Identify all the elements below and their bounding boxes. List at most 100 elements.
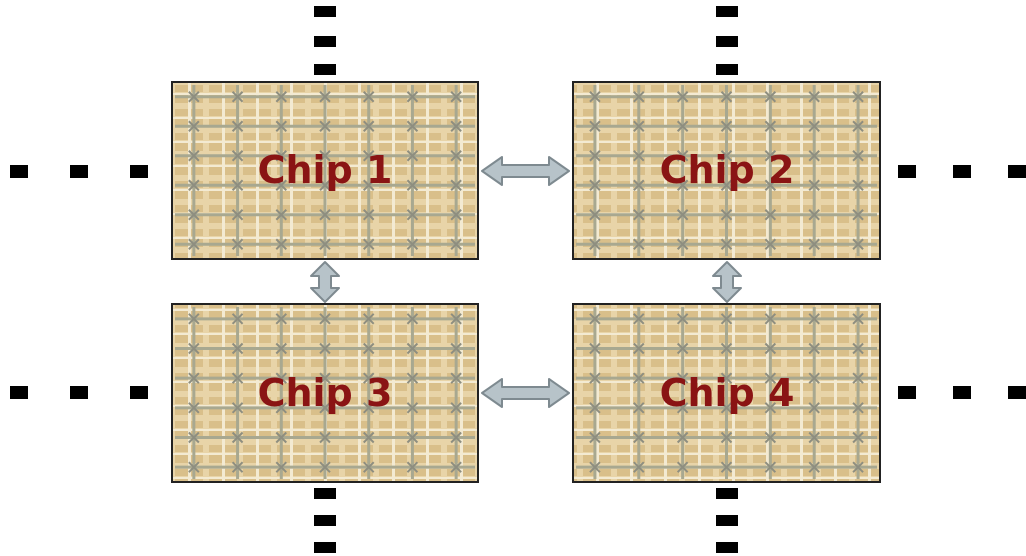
chip-trace-junction [764, 313, 777, 325]
chip-trace-junction [275, 91, 287, 103]
continuation-top-left [314, 6, 336, 75]
chip-trace-junction [589, 150, 601, 162]
chip-trace-junction [852, 461, 864, 473]
chip-trace-junction [720, 150, 733, 162]
chip-trace-junction [720, 238, 733, 250]
chip-3-label: Chip 3 [258, 371, 393, 415]
chip-trace-junction [275, 342, 287, 355]
chip-trace-junction [406, 120, 419, 132]
chip-trace-junction [319, 150, 331, 162]
chip-trace-junction [275, 120, 287, 132]
chip-trace-junction [676, 120, 689, 132]
link-arrow-chip1-chip2 [481, 156, 570, 186]
chip-trace-junction [450, 120, 462, 132]
chip-trace-junction [633, 461, 645, 473]
chip-3-traces [175, 307, 475, 479]
chip-trace-junction [406, 209, 419, 221]
chip-trace-junction [633, 209, 645, 221]
chip-trace-junction [275, 238, 287, 250]
chip-2-traces [576, 85, 877, 256]
chip-trace-junction [589, 120, 601, 132]
chip-trace-junction [676, 372, 689, 384]
chip-trace-junction [633, 402, 645, 414]
chip-trace-junction [633, 91, 645, 103]
chip-trace-junction [764, 372, 777, 384]
chip-trace-junction [363, 150, 375, 162]
chip-trace-junction [363, 120, 375, 132]
chip-trace-junction [319, 342, 331, 355]
chip-trace-junction [589, 342, 601, 355]
continuation-right-bottom [898, 386, 1026, 399]
chip-trace-junction [676, 402, 689, 414]
chip-trace-junction [589, 431, 601, 444]
chip-trace-junction [676, 91, 689, 103]
chip-trace-junction [720, 461, 733, 473]
continuation-top-right [716, 6, 738, 75]
chip-trace-junction [406, 238, 419, 250]
chip-trace-junction [406, 313, 419, 325]
chip-trace-junction [589, 179, 601, 191]
chip-trace-junction [188, 313, 200, 325]
chip-trace-junction [231, 372, 244, 384]
chip-trace-junction [676, 431, 689, 444]
chip-trace-junction [808, 120, 820, 132]
chip-trace-junction [231, 461, 244, 473]
chip-trace-junction [764, 402, 777, 414]
chip-trace-junction [764, 120, 777, 132]
chip-trace-junction [319, 372, 331, 384]
chip-trace-junction [676, 150, 689, 162]
chip-trace-junction [450, 91, 462, 103]
chip-trace-junction [589, 313, 601, 325]
chip-trace-junction [720, 402, 733, 414]
chip-4-traces [576, 307, 877, 479]
chip-trace-junction [852, 179, 864, 191]
chip-trace-junction [720, 342, 733, 355]
chip-trace-junction [363, 238, 375, 250]
chip-trace-junction [676, 238, 689, 250]
chip-trace-junction [764, 179, 777, 191]
chip-trace-junction [231, 150, 244, 162]
chip-trace-junction [188, 150, 200, 162]
chip-trace-junction [188, 461, 200, 473]
chip-trace-junction [589, 402, 601, 414]
chip-trace-junction [852, 342, 864, 355]
chip-1: Chip 1 [171, 81, 479, 260]
chip-2-label: Chip 2 [660, 148, 795, 192]
chip-trace-junction [188, 238, 200, 250]
chip-trace-junction [319, 461, 331, 473]
chip-trace-junction [406, 461, 419, 473]
chip-4: Chip 4 [572, 303, 881, 483]
chip-trace-junction [764, 431, 777, 444]
chip-trace-junction [852, 313, 864, 325]
chip-trace-junction [720, 120, 733, 132]
chip-trace-junction [188, 209, 200, 221]
chip-trace-junction [319, 91, 331, 103]
chip-trace-junction [231, 238, 244, 250]
chip-trace-junction [633, 372, 645, 384]
chip-trace-junction [188, 91, 200, 103]
chip-trace-junction [852, 431, 864, 444]
chip-trace-junction [188, 179, 200, 191]
chip-trace-junction [808, 150, 820, 162]
chip-trace-junction [450, 342, 462, 355]
chip-trace-junction [363, 342, 375, 355]
chip-trace-junction [188, 431, 200, 444]
link-arrow-chip1-chip3 [310, 261, 340, 303]
chip-trace-junction [720, 313, 733, 325]
chip-trace-junction [188, 372, 200, 384]
continuation-right-top [898, 165, 1026, 178]
link-arrow-chip3-chip4 [481, 378, 570, 408]
chip-trace-junction [363, 179, 375, 191]
chip-trace-junction [764, 150, 777, 162]
chip-trace-junction [231, 91, 244, 103]
chip-trace-junction [852, 120, 864, 132]
chip-trace-junction [808, 372, 820, 384]
chip-trace-junction [363, 313, 375, 325]
chip-trace-junction [450, 209, 462, 221]
chip-1-label: Chip 1 [258, 148, 393, 192]
chip-trace-junction [589, 209, 601, 221]
chip-trace-junction [319, 402, 331, 414]
chip-trace-junction [450, 431, 462, 444]
chip-trace-junction [275, 313, 287, 325]
